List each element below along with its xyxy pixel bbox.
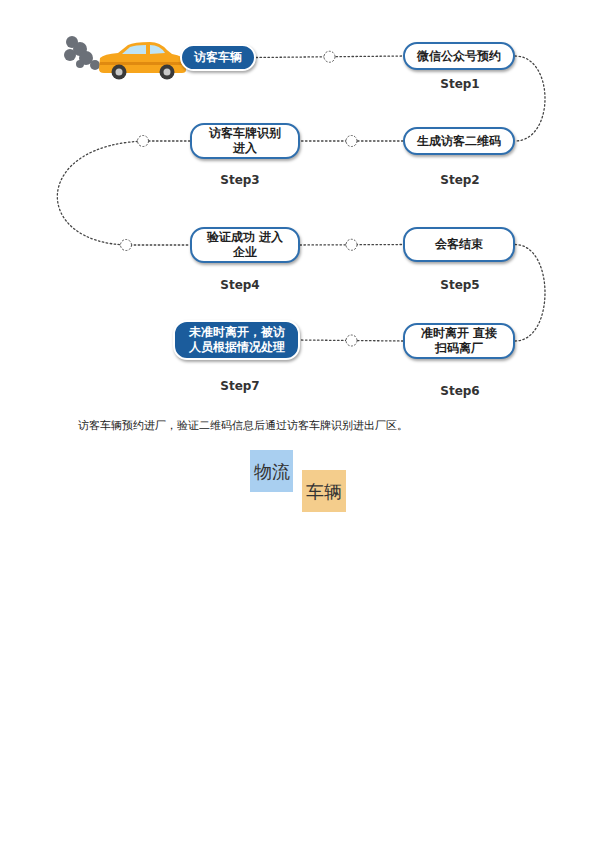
- process-box: 访客车牌识别 进入: [190, 123, 300, 159]
- process-box: 会客结束: [403, 227, 515, 262]
- tag-box: 物流: [250, 450, 293, 492]
- step-label: Step6: [440, 384, 479, 398]
- node-text: 会客结束: [435, 237, 483, 252]
- step-label: Step7: [220, 379, 259, 393]
- node-text-group: 访客车牌识别 进入: [202, 126, 288, 156]
- node-text-group: 车辆: [306, 484, 342, 499]
- caption-text: 访客车辆预约进厂，验证二维码信息后通过访客车牌识别进出厂区。: [78, 418, 408, 433]
- connector-dot: [324, 51, 335, 62]
- car-body: [99, 42, 186, 80]
- node-text-group: 未准时离开，被访 人员根据情况处理: [187, 325, 286, 355]
- connector-dot: [346, 335, 357, 346]
- node-text: 微信公众号预约: [417, 49, 501, 64]
- step-label: Step1: [440, 77, 479, 91]
- connector-dot: [121, 240, 132, 251]
- exhaust-smoke: [64, 36, 100, 70]
- node-text: 车辆: [306, 484, 342, 499]
- node-text: 准时离开 直接扫码离厂: [415, 326, 503, 356]
- process-box: 验证成功 进入企业: [190, 227, 300, 263]
- node-text: 未准时离开，被访 人员根据情况处理: [187, 325, 286, 355]
- node-text: 物流: [254, 464, 290, 479]
- tag-box: 车辆: [302, 470, 346, 512]
- node-text: 访客车牌识别 进入: [202, 126, 288, 156]
- node-text: 生成访客二维码: [417, 134, 501, 149]
- node-text-group: 微信公众号预约: [417, 49, 501, 64]
- end-box: 未准时离开，被访 人员根据情况处理: [173, 320, 300, 360]
- node-text-group: 会客结束: [435, 237, 483, 252]
- node-text: 访客车辆: [194, 50, 242, 65]
- node-text-group: 准时离开 直接扫码离厂: [415, 326, 503, 356]
- start-pill: 访客车辆: [180, 44, 256, 71]
- step-label: Step5: [440, 278, 479, 292]
- node-text-group: 生成访客二维码: [417, 134, 501, 149]
- step-label: Step2: [440, 173, 479, 187]
- step-label: Step4: [220, 278, 259, 292]
- node-text-group: 访客车辆: [194, 50, 242, 65]
- connector-dot: [138, 136, 149, 147]
- step-label: Step3: [220, 173, 259, 187]
- process-box: 微信公众号预约: [403, 42, 515, 70]
- connector-dot: [346, 239, 357, 250]
- connector-dot: [346, 136, 357, 147]
- dotted-connector: [515, 56, 545, 141]
- node-text-group: 验证成功 进入企业: [202, 230, 288, 260]
- node-text-group: 物流: [254, 464, 290, 479]
- node-text: 验证成功 进入企业: [202, 230, 288, 260]
- process-box: 准时离开 直接扫码离厂: [403, 323, 515, 359]
- dotted-connector: [515, 245, 545, 342]
- process-box: 生成访客二维码: [403, 127, 515, 155]
- dotted-connector: [57, 141, 190, 245]
